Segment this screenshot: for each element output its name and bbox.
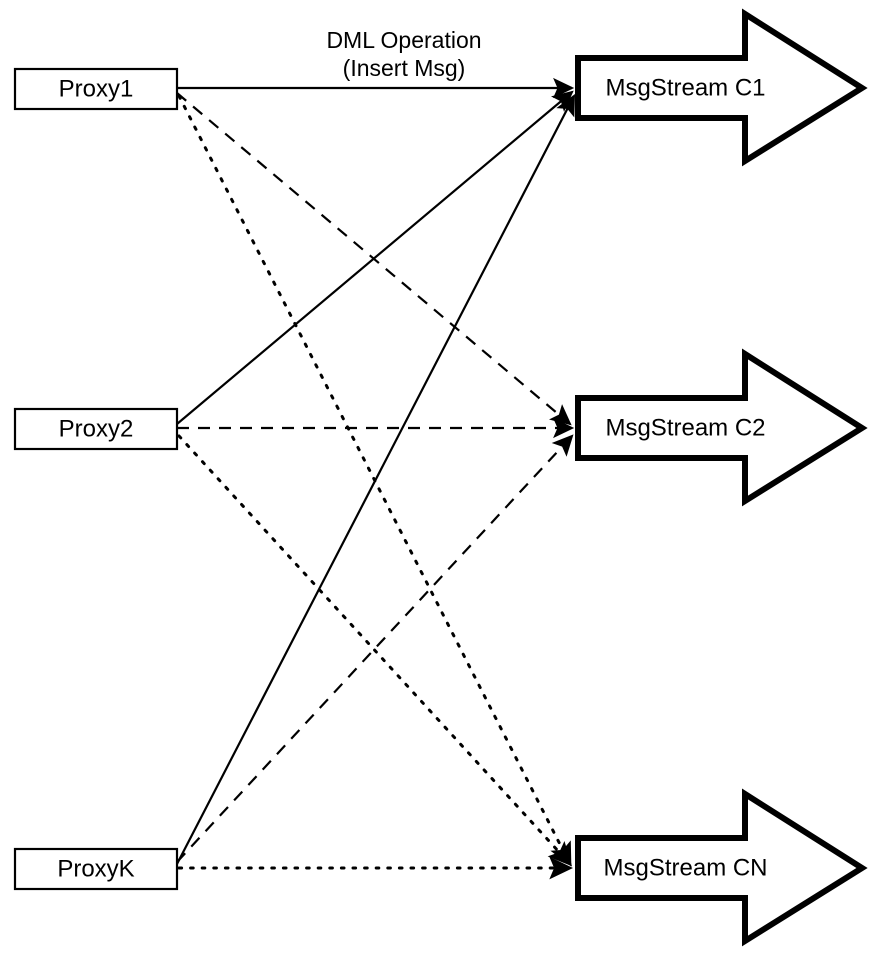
proxy-node-proxy2[interactable]: Proxy2 — [13, 407, 179, 451]
connector-proxyk-to-stream-c2 — [176, 434, 574, 863]
connector-proxy2-to-stream-cn — [177, 434, 573, 867]
stream-node-stream_c1[interactable]: MsgStream C1 — [575, 8, 868, 167]
edge-label-line2: (Insert Msg) — [343, 55, 466, 81]
dml-operation-edge-label: DML Operation (Insert Msg) — [326, 27, 481, 81]
proxy-box-shape — [13, 67, 179, 111]
proxy-label: ProxyK — [57, 855, 134, 882]
connector-proxyk-to-stream-c1 — [176, 94, 576, 865]
stream-label: MsgStream C1 — [605, 74, 765, 101]
proxy-box-shape — [13, 847, 179, 891]
stream-label: MsgStream CN — [603, 854, 767, 881]
connector-layer — [176, 77, 576, 880]
connector-proxy2-to-stream-c1 — [176, 90, 574, 425]
stream-label: MsgStream C2 — [605, 414, 765, 441]
proxy-label: Proxy2 — [59, 415, 134, 442]
proxy-node-proxy1[interactable]: Proxy1 — [13, 67, 179, 111]
edge-label-line1: DML Operation — [326, 27, 481, 53]
proxy-node-proxyk[interactable]: ProxyK — [13, 847, 179, 891]
stream-node-stream_c2[interactable]: MsgStream C2 — [575, 348, 868, 507]
proxy-box-shape — [13, 407, 179, 451]
stream-node-stream_cn[interactable]: MsgStream CN — [575, 788, 868, 947]
block-arrow-shape — [575, 8, 868, 167]
block-arrow-shape — [575, 788, 868, 947]
block-arrow-shape — [575, 348, 868, 507]
proxy-label: Proxy1 — [59, 75, 134, 102]
